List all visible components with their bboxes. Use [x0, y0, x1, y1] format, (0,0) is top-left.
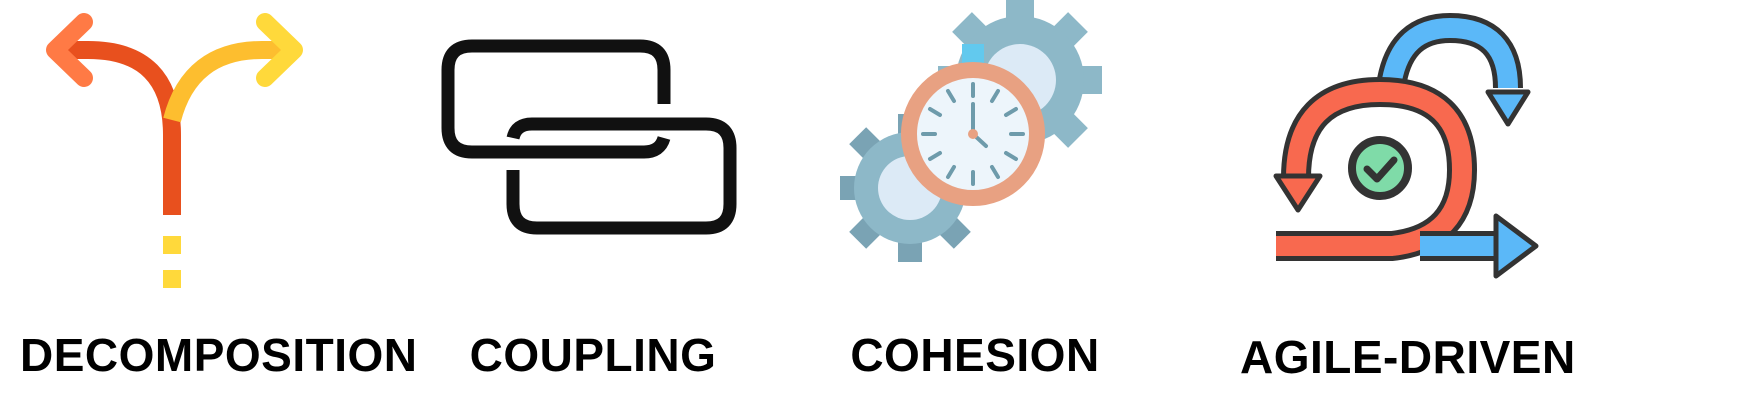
concept-cohesion: COHESION — [840, 0, 1140, 416]
concept-label: DECOMPOSITION — [20, 329, 418, 381]
chain-link-icon — [441, 39, 737, 235]
agile-cycle-icon — [1273, 12, 1539, 279]
concept-coupling: COUPLING — [420, 0, 780, 416]
concept-label: COHESION — [850, 329, 1100, 381]
gears-stopwatch-icon — [840, 0, 1102, 262]
concept-decomposition: DECOMPOSITION — [0, 0, 418, 416]
concept-label: AGILE-DRIVEN — [1240, 331, 1576, 383]
concept-label: COUPLING — [469, 329, 717, 381]
concept-agile-driven: AGILE-DRIVEN — [1240, 0, 1576, 416]
split-arrows-icon — [46, 13, 303, 288]
